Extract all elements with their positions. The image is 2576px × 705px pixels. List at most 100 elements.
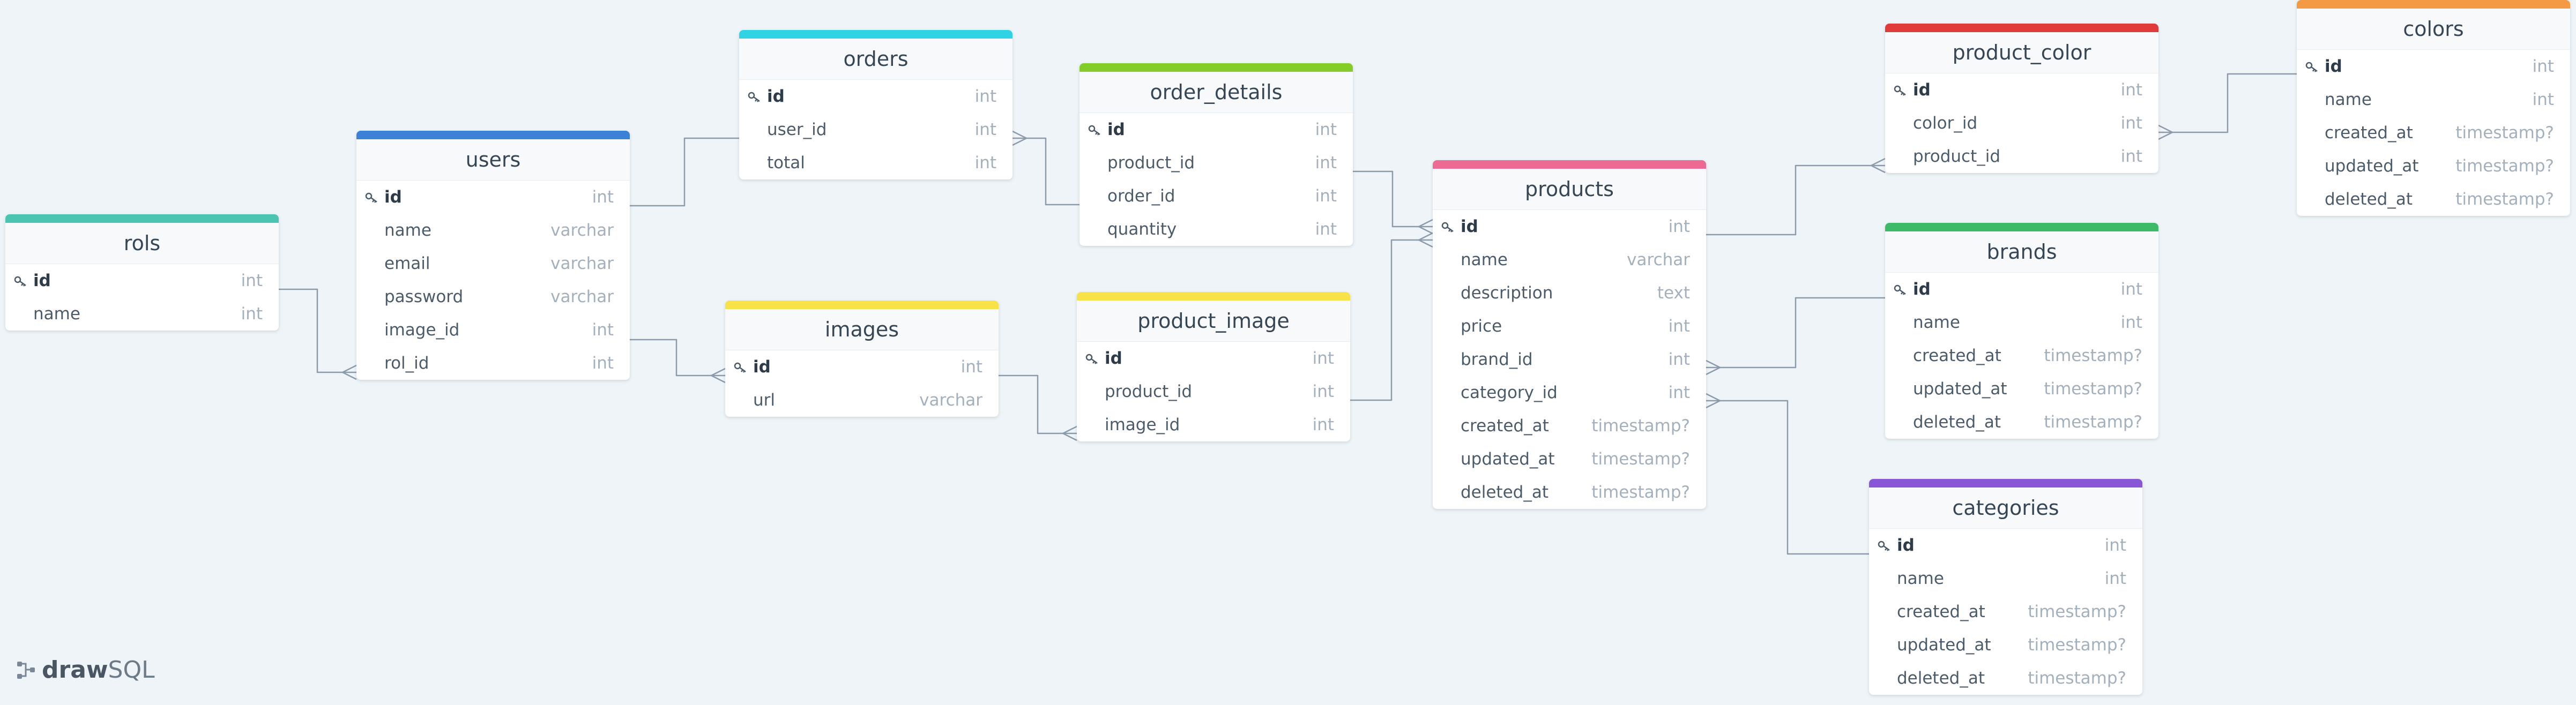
column-name: product_id <box>1107 153 1195 172</box>
relation-line[interactable] <box>630 137 739 207</box>
primary-key-icon <box>14 276 26 287</box>
column-name: rol_id <box>384 354 429 373</box>
column-type: int <box>2120 114 2142 133</box>
relation-line[interactable] <box>1706 400 1869 555</box>
column-name: quantity <box>1107 220 1177 239</box>
column-type: timestamp? <box>1591 449 1690 469</box>
table-title[interactable]: order_details <box>1079 72 1353 113</box>
relation-line[interactable] <box>630 339 725 377</box>
relation-line[interactable] <box>279 288 356 373</box>
column-name: description <box>1461 283 1553 303</box>
column-type: timestamp? <box>2455 123 2554 142</box>
relation-line[interactable] <box>1353 170 1433 228</box>
column-type: int <box>2532 90 2554 109</box>
relation-line[interactable] <box>1706 297 1885 369</box>
crow-foot-marker <box>1062 425 1077 441</box>
table-title[interactable]: product_color <box>1885 32 2158 73</box>
column-type: int <box>1315 186 1337 206</box>
table-title[interactable]: categories <box>1869 488 2142 529</box>
table-title[interactable]: products <box>1433 169 1706 210</box>
table-title[interactable]: images <box>725 309 999 350</box>
relation-line[interactable] <box>999 374 1077 434</box>
relation-line[interactable] <box>1706 164 1885 236</box>
relation-line[interactable] <box>1350 239 1433 401</box>
relation-line[interactable] <box>1012 137 1079 206</box>
primary-key-icon <box>365 192 377 203</box>
relation-line[interactable] <box>2158 73 2297 133</box>
column-name: product_id <box>1105 382 1193 401</box>
table-title[interactable]: orders <box>739 39 1012 80</box>
column-type: int <box>974 153 996 172</box>
table-title[interactable]: product_image <box>1077 301 1350 342</box>
logo-text-light: SQL <box>108 656 155 684</box>
table-title[interactable]: colors <box>2297 9 2570 50</box>
table-title[interactable]: brands <box>1885 231 2158 273</box>
column-type: int <box>974 120 996 139</box>
column-type: int <box>1668 383 1690 402</box>
column-name: id <box>767 87 785 106</box>
table-title[interactable]: users <box>356 139 630 181</box>
table-title[interactable]: rols <box>5 223 279 264</box>
primary-key-icon <box>1088 125 1100 136</box>
column-type: int <box>592 188 614 207</box>
